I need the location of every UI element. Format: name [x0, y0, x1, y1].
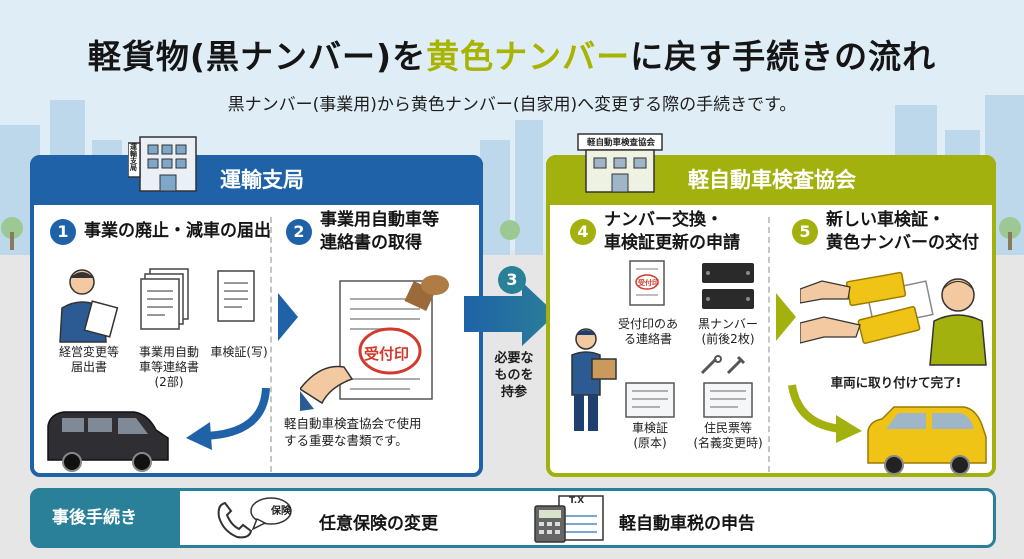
doc-label-contact-form: 事業用自動 車等連絡書 (2部)	[138, 345, 199, 389]
handing-yellow-plates-icon	[800, 271, 987, 366]
chevron-right-icon	[278, 293, 298, 341]
insurance-change-text: 任意保険の変更	[319, 514, 438, 534]
item-label-residence: 住民票等 (名義変更時)	[693, 421, 763, 450]
page-subtitle: 黒ナンバー(事業用)から黄色ナンバー(自家用)へ変更する際の手続きです。	[227, 95, 797, 115]
step-2-number: 2	[286, 219, 312, 245]
insurance-speech-text: 保険	[271, 506, 291, 517]
inspection-certificate-copy-icon	[217, 270, 255, 322]
step-1-title: 事業の廃止・減車の届出	[84, 221, 271, 241]
step-3-number: 3	[498, 266, 526, 294]
page-title: 軽貨物(黒ナンバー)を黄色ナンバーに戻す手続きの流れ	[87, 37, 937, 76]
transport-bureau-building-icon	[128, 136, 197, 192]
tax-form-tag: T.X	[569, 496, 585, 506]
vehicle-inspection-certificate-icon	[625, 382, 675, 418]
step-4-number: 4	[570, 219, 596, 245]
light-vehicle-inspection-panel: 軽自動車検査協会 4 ナンバー交換・ 車検証更新の申請 受付印 受付印のあ る連…	[546, 155, 996, 477]
reception-stamp-text: 受付印	[364, 345, 410, 363]
step-3-text: 必要な ものを 持参	[494, 351, 534, 400]
black-plates-icon	[702, 263, 754, 309]
completion-arrow-icon	[788, 384, 862, 443]
item-label-certificate: 車検証 (原本)	[631, 421, 668, 450]
association-building-sign: 軽自動車検査協会	[586, 138, 655, 148]
doc-label-change-notice: 経営変更等 届出書	[58, 345, 119, 374]
step-2-note: 軽自動車検査協会で使用 する重要な書類です。	[284, 416, 422, 448]
person-reading-icon	[59, 269, 119, 343]
step-5-number: 5	[792, 219, 818, 245]
doc-label-cert-copy: 車検証(写)	[210, 345, 268, 359]
building-sign: 運輸支局	[130, 143, 137, 172]
stamped-document-icon	[300, 275, 449, 411]
calculator-tax-form-icon	[534, 495, 604, 543]
post-procedures-bar: 事後手続き 保険 任意保険の変更 T.X 軽自動車税の申告	[30, 488, 996, 548]
transport-bureau-header: 運輸支局	[30, 155, 483, 205]
title-highlight: 黄色ナンバー	[426, 37, 631, 76]
item-label-black-plates: 黒ナンバー (前後2枚)	[697, 317, 758, 346]
stamped-contact-form-icon	[629, 260, 665, 306]
phone-insurance-icon	[217, 497, 292, 539]
yellow-car-icon	[867, 406, 987, 475]
step-divider	[768, 217, 770, 472]
return-arrow-icon	[186, 387, 270, 450]
tools-icon	[700, 355, 746, 375]
step-5-title: 新しい車検証・ 黄色ナンバーの交付	[826, 210, 979, 253]
inspection-association-building-icon	[577, 133, 663, 193]
transport-bureau-panel: 運輸支局 1 事業の廃止・減車の届出 経営変更等 届出書 事業用自動 車等連絡書…	[30, 155, 483, 477]
post-procedures-label: 事後手続き	[30, 488, 180, 548]
small-stamp-text: 受付印	[638, 279, 659, 287]
step-4-title: ナンバー交換・ 車検証更新の申請	[604, 210, 740, 253]
step-divider	[270, 217, 272, 472]
item-label-stamped-form: 受付印のあ る連絡書	[617, 317, 678, 346]
light-vehicle-tax-text: 軽自動車税の申告	[619, 514, 755, 534]
black-van-icon	[47, 411, 169, 472]
chevron-right-icon	[776, 293, 796, 341]
step-2-title: 事業用自動車等 連絡書の取得	[320, 210, 439, 253]
residence-certificate-icon	[703, 382, 753, 418]
step-1-number: 1	[50, 219, 76, 245]
step-3-arrow	[464, 282, 556, 346]
worker-carrying-box-icon	[571, 328, 617, 431]
completion-text: 車両に取り付けて完了!	[830, 375, 962, 390]
business-forms-icon	[140, 268, 189, 330]
